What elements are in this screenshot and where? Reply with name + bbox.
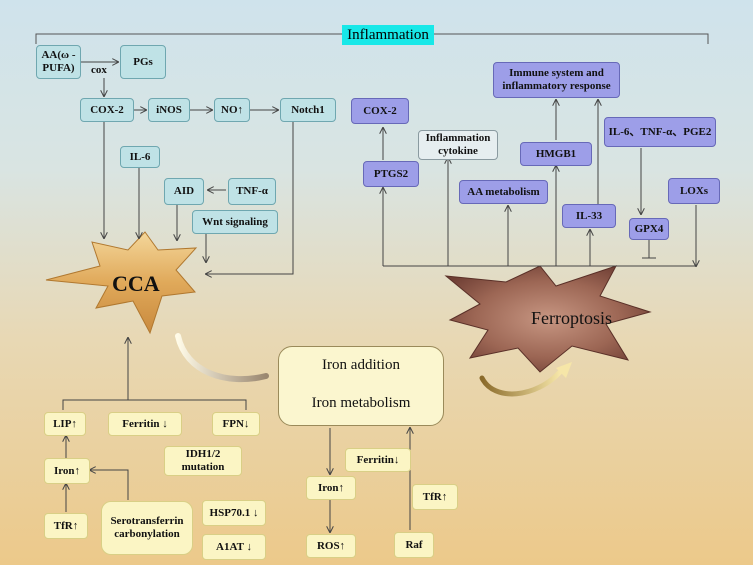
iron-metabolism-box: Iron addition Iron metabolism xyxy=(278,346,444,426)
cca-label: CCA xyxy=(112,271,160,296)
aa-metabolism-node: AA metabolism xyxy=(459,180,548,204)
cox2-node: COX-2 xyxy=(80,98,134,122)
fpn-node: FPN↓ xyxy=(212,412,260,436)
il-group-node: IL-6、TNF-α、PGE2 xyxy=(604,117,716,147)
pgs-node: PGs xyxy=(120,45,166,79)
hmgb1-node: HMGB1 xyxy=(520,142,592,166)
il33-node: IL-33 xyxy=(562,204,616,228)
no-node: NO↑ xyxy=(214,98,250,122)
iron-addition-text: Iron addition xyxy=(322,357,400,373)
gpx4-node: GPX4 xyxy=(629,218,669,240)
hsp70-node: HSP70.1 ↓ xyxy=(202,500,266,526)
ptgs2-node: PTGS2 xyxy=(363,161,419,187)
inflammation-cytokine-node: Inflammation cytokine xyxy=(418,130,498,160)
aid-node: AID xyxy=(164,178,204,205)
curve-arrow-to-ferroptosis xyxy=(479,369,563,397)
ros-up-node: ROS↑ xyxy=(306,534,356,558)
purple-cox2-node: COX-2 xyxy=(351,98,409,124)
serotransferrin-node: Serotransferrin carbonylation xyxy=(101,501,193,555)
notch1-node: Notch1 xyxy=(280,98,336,122)
il6-node: IL-6 xyxy=(120,146,160,168)
iron-metabolism-text: Iron metabolism xyxy=(311,395,411,411)
cca-star-shape xyxy=(45,231,198,335)
curve-arrowhead xyxy=(556,362,572,378)
ferritin-down-node-2: Ferritin↓ xyxy=(345,448,411,472)
raf-node: Raf xyxy=(394,532,434,558)
tfr-up-node-2: TfR↑ xyxy=(412,484,458,510)
ferroptosis-label: Ferroptosis xyxy=(531,308,612,328)
inos-node: iNOS xyxy=(148,98,190,122)
tnf-alpha-node: TNF-α xyxy=(228,178,276,205)
ferritin-down-node: Ferritin ↓ xyxy=(108,412,182,436)
immune-system-node: Immune system and inflammatory response xyxy=(493,62,620,98)
iron-up-node: Iron↑ xyxy=(44,458,90,484)
inflammation-title: Inflammation xyxy=(342,25,434,45)
iron-up-node-2: Iron↑ xyxy=(306,476,356,500)
idh-mutation-node: IDH1/2 mutation xyxy=(164,446,242,476)
curve-arrow-to-iron xyxy=(175,333,269,383)
cox-label: cox xyxy=(91,64,107,76)
wnt-signaling-node: Wnt signaling xyxy=(192,210,278,234)
a1at-node: A1AT ↓ xyxy=(202,534,266,560)
ferroptosis-star-shape xyxy=(444,265,652,373)
loxs-node: LOXs xyxy=(668,178,720,204)
aa-pufa-node: AA(ω - PUFA) xyxy=(36,45,81,79)
lip-node: LIP↑ xyxy=(44,412,86,436)
tfr-up-node: TfR↑ xyxy=(44,513,88,539)
